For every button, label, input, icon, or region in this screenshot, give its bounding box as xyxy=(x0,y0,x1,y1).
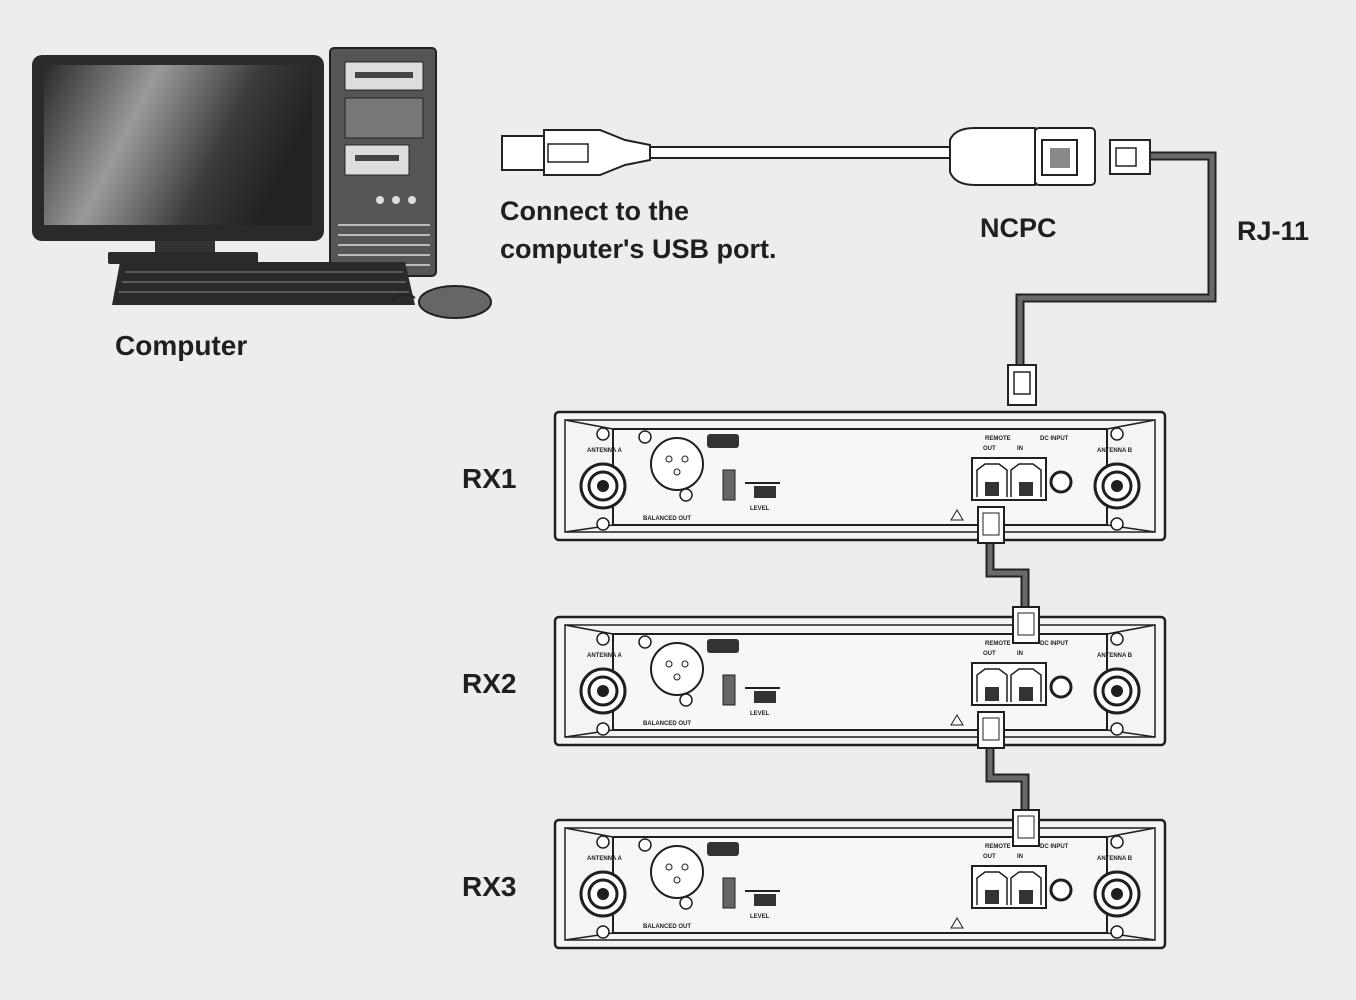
mouse-icon xyxy=(391,285,492,319)
ncpc-adapter xyxy=(949,127,1096,186)
usb-instruction-line2: computer's USB port. xyxy=(500,234,776,264)
remote-ports xyxy=(971,865,1047,909)
antenna-a-label: ANTENNA A xyxy=(587,856,623,862)
computer-label: Computer xyxy=(115,330,247,361)
antenna-b-connector xyxy=(1093,427,1141,531)
remote-label: REMOTE xyxy=(985,844,1011,850)
dc-input-jack xyxy=(1049,675,1073,699)
rj11-plug-in xyxy=(1012,606,1040,644)
xlr-connector xyxy=(638,635,739,707)
ncpc-label: NCPC xyxy=(980,213,1057,243)
receiver-unit: RX2 ANTENNA A ANTENNA B BALANCED OUT LEVEL RE… xyxy=(462,606,1167,749)
antenna-a-connector xyxy=(579,632,627,736)
level-label: LEVEL xyxy=(750,914,770,920)
level-label: LEVEL xyxy=(750,711,770,717)
balanced-out-label: BALANCED OUT xyxy=(643,924,691,930)
keyboard-icon xyxy=(112,262,415,305)
usb-cable xyxy=(501,129,951,176)
xlr-connector xyxy=(638,838,739,910)
antenna-b-label: ANTENNA B xyxy=(1097,653,1133,659)
antenna-b-label: ANTENNA B xyxy=(1097,856,1133,862)
receiver-unit: RX3 ANTENNA A ANTENNA B BALANCED OUT LEVEL RE… xyxy=(462,809,1167,950)
rj11-plug-out xyxy=(977,711,1005,749)
antenna-a-connector xyxy=(579,835,627,939)
remote-ports xyxy=(971,662,1047,706)
antenna-a-label: ANTENNA A xyxy=(587,653,623,659)
warning-icon xyxy=(950,509,964,521)
balanced-out-label: BALANCED OUT xyxy=(643,721,691,727)
balanced-out-label: BALANCED OUT xyxy=(643,516,691,522)
tower-icon xyxy=(329,47,437,277)
level-switch[interactable] xyxy=(754,691,776,703)
switch[interactable] xyxy=(722,469,736,501)
computer-illustration: Computer xyxy=(32,47,492,361)
remote-out-label: OUT xyxy=(983,651,996,657)
level-label: LEVEL xyxy=(750,506,770,512)
monitor-icon xyxy=(32,55,324,264)
receiver-label: RX3 xyxy=(462,871,516,902)
receiver-label: RX1 xyxy=(462,463,516,494)
remote-label: REMOTE xyxy=(985,641,1011,647)
chain-cable-rx1-rx2 xyxy=(985,540,1030,612)
dc-input-label: DC INPUT xyxy=(1040,641,1069,647)
receiver-unit: RX1 ANTENNA A ANTENNA B BALANCED OUT LEVEL RE… xyxy=(462,410,1167,544)
switch[interactable] xyxy=(722,674,736,706)
antenna-b-label: ANTENNA B xyxy=(1097,448,1133,454)
switch[interactable] xyxy=(722,877,736,909)
usb-instruction-line1: Connect to the xyxy=(500,196,689,226)
rj11-plug-out xyxy=(977,506,1005,544)
antenna-b-connector xyxy=(1093,632,1141,736)
xlr-connector xyxy=(638,430,739,502)
chain-cable-rx2-rx3 xyxy=(985,745,1030,815)
dc-input-jack xyxy=(1049,878,1073,902)
dc-input-jack xyxy=(1049,470,1073,494)
dc-input-label: DC INPUT xyxy=(1040,844,1069,850)
receiver-label: RX2 xyxy=(462,668,516,699)
remote-out-label: OUT xyxy=(983,446,996,452)
warning-icon xyxy=(950,714,964,726)
antenna-b-connector xyxy=(1093,835,1141,939)
rj11-label: RJ-11 xyxy=(1237,216,1309,246)
rj11-plug-in xyxy=(1012,809,1040,847)
level-switch[interactable] xyxy=(754,486,776,498)
antenna-a-label: ANTENNA A xyxy=(587,448,623,454)
level-switch[interactable] xyxy=(754,894,776,906)
warning-icon xyxy=(950,917,964,929)
remote-out-label: OUT xyxy=(983,854,996,860)
remote-in-label: IN xyxy=(1017,854,1023,860)
dc-input-label: DC INPUT xyxy=(1040,436,1069,442)
remote-ports xyxy=(971,457,1047,501)
rj11-cable xyxy=(1007,139,1217,406)
antenna-a-connector xyxy=(579,427,627,531)
remote-in-label: IN xyxy=(1017,446,1023,452)
remote-label: REMOTE xyxy=(985,436,1011,442)
remote-in-label: IN xyxy=(1017,651,1023,657)
